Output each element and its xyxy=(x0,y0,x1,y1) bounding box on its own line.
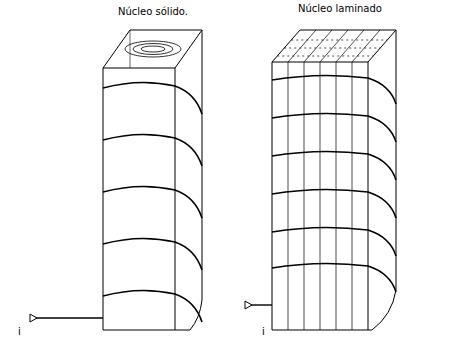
core-title: Núcleo sólido. xyxy=(118,6,188,17)
coil-winding xyxy=(103,82,202,114)
eddy-current xyxy=(291,40,387,41)
coil-winding xyxy=(103,238,202,270)
coil-winding xyxy=(103,134,202,166)
eddy-current xyxy=(277,56,373,57)
current-label: i xyxy=(262,326,265,337)
lamination-line xyxy=(320,30,348,62)
lamination-line xyxy=(352,30,380,62)
lamination-line xyxy=(352,62,353,330)
lamination-line xyxy=(336,30,364,62)
lamination-line xyxy=(304,30,332,62)
eddy-current xyxy=(284,48,380,49)
lamination-line xyxy=(320,62,321,330)
current-label: i xyxy=(18,326,21,337)
lamination-line xyxy=(288,30,316,62)
coil-winding xyxy=(272,75,396,104)
laminated-core xyxy=(245,30,396,330)
coil-winding xyxy=(272,189,396,218)
coil-winding xyxy=(272,227,396,256)
solid-core xyxy=(30,30,202,330)
lamination-line xyxy=(336,62,337,330)
coil-winding xyxy=(272,151,396,180)
lamination-line xyxy=(288,62,289,330)
lamination-line xyxy=(304,62,305,330)
coil-winding xyxy=(272,113,396,142)
coil-winding xyxy=(103,290,202,322)
core-title: Núcleo laminado xyxy=(298,3,382,14)
coil-winding xyxy=(103,186,202,218)
coil-winding xyxy=(272,263,396,292)
